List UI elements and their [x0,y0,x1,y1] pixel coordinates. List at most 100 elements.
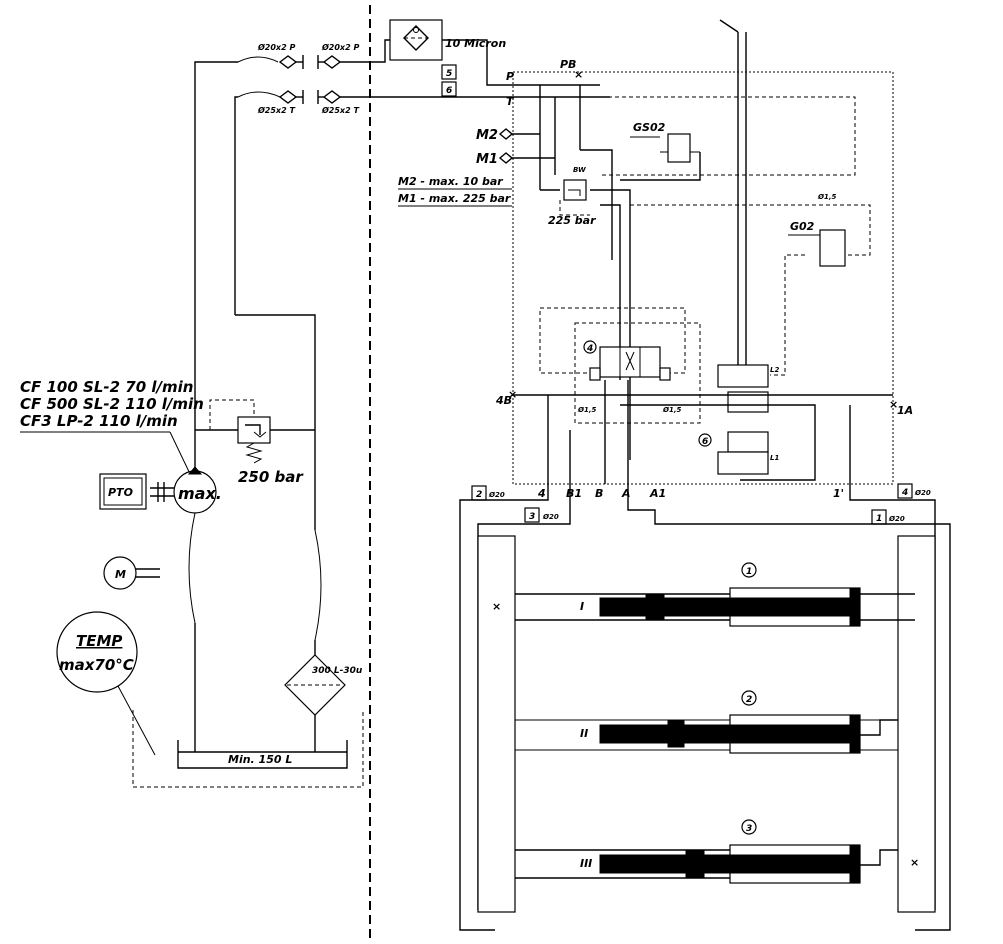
relief-spring [245,442,263,464]
svg-text:Ø20: Ø20 [488,491,505,499]
electric-motor [103,556,137,590]
g02-valve [819,229,846,267]
manual-lever [719,19,739,33]
cylinder-3-marker [741,819,757,835]
coupling-p-right-label: Ø20x2 P [321,42,359,52]
svg-text:II: II [580,727,588,740]
svg-text:Ø20: Ø20 [914,489,931,497]
coupling-p-right [317,55,342,69]
pressure-hose-curve [237,56,279,63]
coupling-p-left-label: Ø20x2 P [257,42,295,52]
svg-text:5: 5 [446,69,452,79]
valve-6-body [717,364,769,388]
relief-pressure-label: 250 bar [238,468,304,486]
temp-max: max70°C [59,656,134,674]
svg-text:6: 6 [702,437,708,447]
relief-225-label: 225 bar [548,214,596,227]
port-p-label: P [506,70,514,83]
m2-label: M2 [476,128,498,143]
gs02-valve [667,133,691,163]
relief-valve-250 [237,416,271,444]
svg-text:6: 6 [446,86,452,96]
filter-label: 10 Micron [445,37,506,50]
svg-text:×: × [574,68,583,81]
cylinder-3-rod [599,854,851,874]
m1-note: M1 - max. 225 bar [398,192,511,205]
coupling-t-right-label: Ø25x2 T [321,105,359,115]
coupling-t-left [278,90,304,104]
svg-text:III: III [580,857,592,870]
return-line [234,96,238,315]
port-t-label: T [506,95,515,108]
svg-text:4: 4 [901,488,908,498]
valve-4-marker [583,340,597,354]
pump-spec-2: CF 500 SL-2 110 l/min [20,395,204,413]
coupling-t-right [317,90,342,104]
relief-pilot [209,399,255,430]
svg-text:×: × [910,856,919,869]
bottom-port-1p: 1' [833,487,844,500]
port-pb-label: PB [560,58,576,71]
hose-tag-4 [897,483,913,499]
svg-text:BW: BW [573,166,586,174]
bottom-port-b: B [595,487,603,500]
temp-title: TEMP [76,632,122,650]
pump-spec-3: CF3 LP-2 110 l/min [20,412,178,430]
return-filter-label: 300 L-30u [312,666,363,676]
m1-port [498,152,555,164]
pressure-line [194,61,238,475]
port-4b-label: 4B [495,394,512,407]
suction-hose [188,512,196,624]
svg-text:Ø20: Ø20 [542,513,559,521]
tank-outline [132,710,364,788]
svg-text:4: 4 [586,344,593,354]
orifice-left-label: Ø1,5 [577,406,596,414]
svg-text:1: 1 [746,567,752,577]
tag-5 [441,64,457,80]
svg-text:3: 3 [529,512,535,522]
bottom-port-a1: A1 [649,487,666,500]
tank-fluid [177,740,348,769]
gs02-label: GS02 [633,121,666,134]
svg-text:2: 2 [746,695,752,705]
pto-label: PTO [108,486,133,499]
return-hose-curve [237,91,281,98]
motor-label: M [115,568,126,581]
m1-label: M1 [476,152,498,167]
svg-text:×: × [508,388,517,401]
svg-text:3: 3 [746,824,752,834]
return-hose-flex [314,529,322,641]
svg-text:L1: L1 [770,454,779,462]
svg-text:2: 2 [476,490,482,500]
svg-text:1: 1 [876,514,882,524]
svg-text:Ø1,5: Ø1,5 [817,193,836,201]
port-1a-label: 1A [897,404,913,417]
tag-6 [441,81,457,97]
valve-6-marker [698,433,712,447]
pump-spec-1: CF 100 SL-2 70 l/min [20,378,193,396]
bottom-port-a: A [621,487,631,500]
svg-text:×: × [889,398,898,411]
temp-gauge [56,611,138,693]
bottom-port-4: 4 [537,487,546,500]
svg-text:×: × [492,600,501,613]
coupling-p-left [278,55,304,69]
tank-min-level: Min. 150 L [228,753,292,766]
g02-label: G02 [790,220,815,233]
cylinder-1-rod [599,597,851,617]
svg-text:I: I [580,600,584,613]
right-manifold [897,535,936,913]
return-drop [235,314,316,530]
coupling-t-left-label: Ø25x2 T [257,105,295,115]
cylinder-1-marker [741,562,757,578]
valve-block [512,71,894,485]
m2-port [498,128,540,140]
orifice-right-label: Ø1,5 [662,406,681,414]
svg-text:L2: L2 [770,366,779,374]
pto-box [99,473,147,510]
hose-tag-3 [524,507,540,523]
svg-text:Ø20: Ø20 [888,515,905,523]
cylinder-2-rod [599,724,851,744]
bottom-port-b1: B1 [566,487,582,500]
